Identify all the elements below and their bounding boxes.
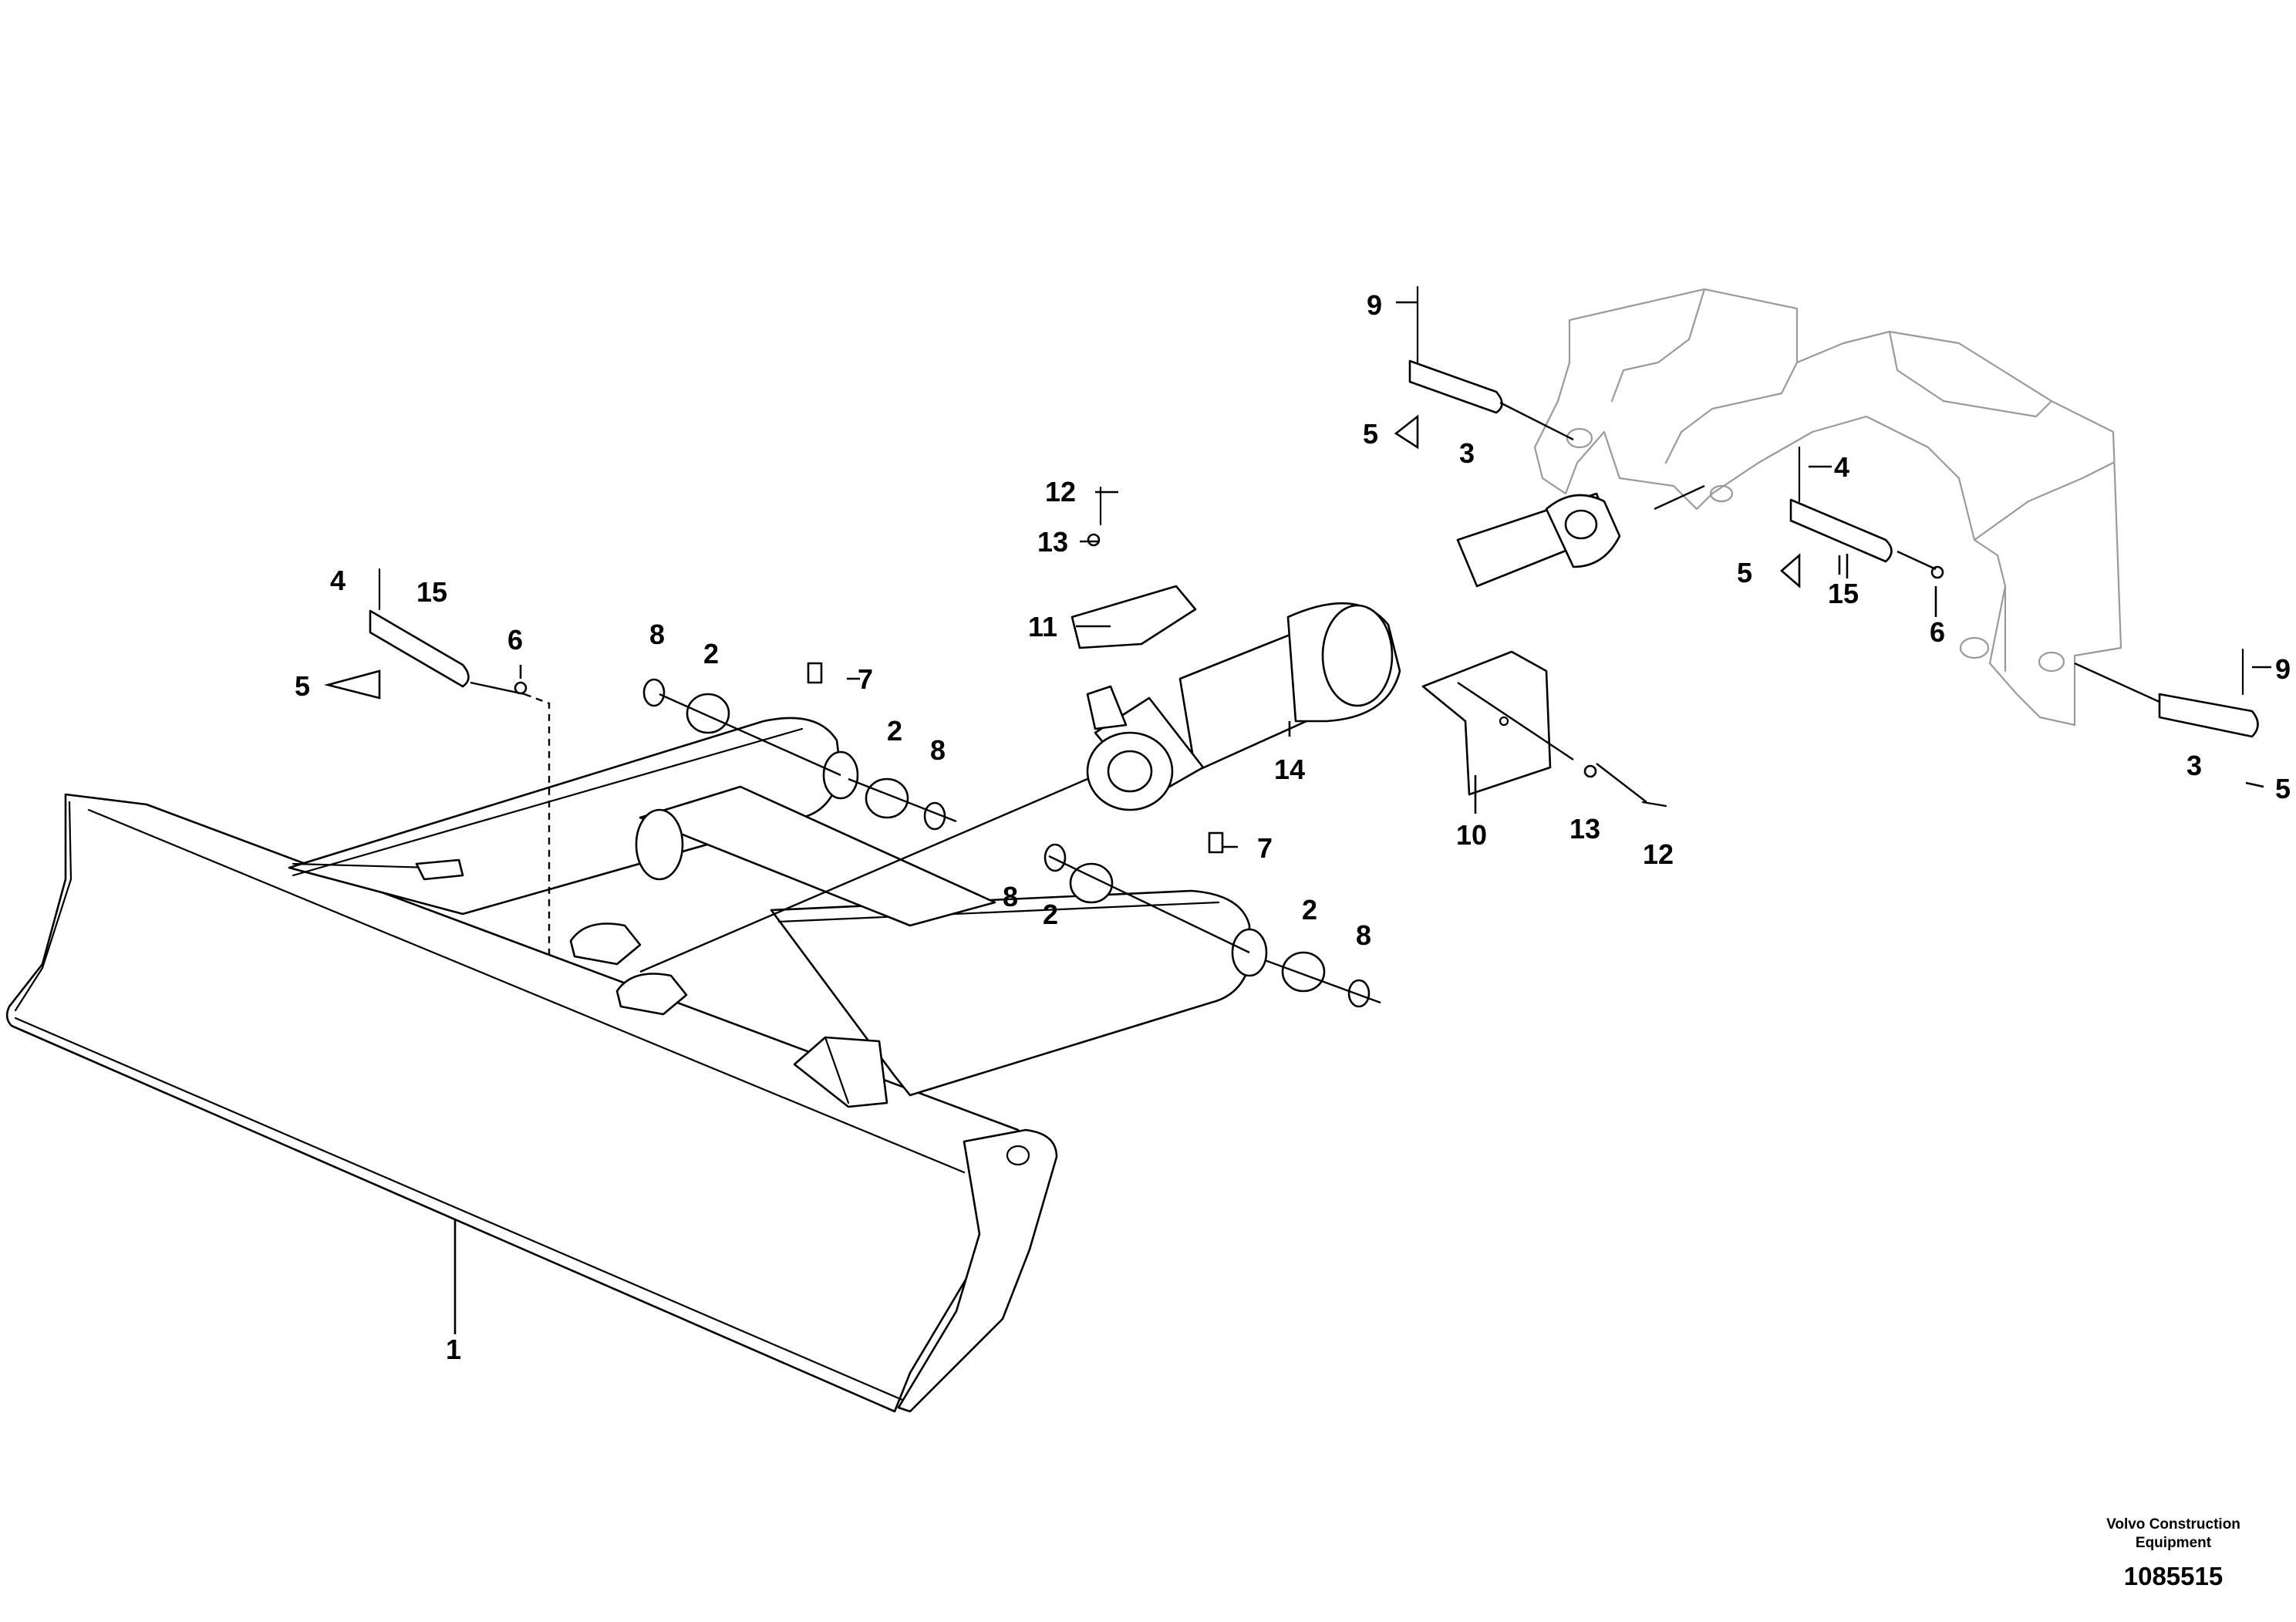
callout-5: 5 bbox=[2275, 773, 2291, 804]
callout-4: 4 bbox=[1834, 451, 1849, 483]
callout-3: 3 bbox=[2186, 750, 2202, 781]
callout-9: 9 bbox=[2275, 653, 2291, 685]
company-name-line1: Volvo Construction bbox=[2106, 1516, 2240, 1533]
callout-15: 15 bbox=[1828, 578, 1859, 609]
callout-2: 2 bbox=[1043, 899, 1058, 930]
callout-14: 14 bbox=[1274, 754, 1305, 785]
callout-13: 13 bbox=[1569, 813, 1600, 845]
callout-2: 2 bbox=[887, 715, 902, 747]
footer: Volvo Construction Equipment 1085515 bbox=[2106, 1516, 2240, 1590]
callout-12: 12 bbox=[1643, 838, 1674, 870]
document-number: 1085515 bbox=[2124, 1562, 2223, 1590]
callout-11: 11 bbox=[1028, 611, 1057, 642]
callout-10: 10 bbox=[1456, 819, 1487, 851]
callout-12: 12 bbox=[1045, 476, 1076, 508]
callout-2: 2 bbox=[703, 638, 719, 669]
callout-9: 9 bbox=[1367, 289, 1382, 321]
hydraulic-cylinder bbox=[1086, 492, 1621, 811]
callout-8: 8 bbox=[1003, 881, 1018, 912]
callout-5: 5 bbox=[1363, 418, 1378, 450]
callout-1: 1 bbox=[446, 1334, 461, 1365]
dozer-blade bbox=[5, 793, 1058, 1413]
callout-4: 4 bbox=[330, 565, 346, 596]
callout-15: 15 bbox=[416, 576, 447, 608]
callout-8: 8 bbox=[649, 619, 665, 650]
callout-6: 6 bbox=[507, 624, 523, 656]
callout-labels: 1 2 2 2 2 3 3 4 4 5 5 5 5 6 6 7 7 8 8 8 … bbox=[295, 289, 2291, 1365]
callout-3: 3 bbox=[1459, 437, 1475, 469]
callout-7: 7 bbox=[1257, 832, 1273, 864]
push-frame bbox=[288, 717, 1268, 1108]
callout-8: 8 bbox=[1356, 919, 1371, 951]
leader-lines bbox=[323, 301, 2271, 1334]
assembly-axes bbox=[470, 401, 2160, 1004]
callout-7: 7 bbox=[858, 663, 873, 695]
callout-2: 2 bbox=[1302, 894, 1317, 926]
callout-6: 6 bbox=[1930, 616, 1945, 648]
machine-chassis-outline bbox=[1533, 288, 2122, 727]
callout-5: 5 bbox=[1737, 557, 1752, 588]
callout-8: 8 bbox=[930, 734, 946, 766]
hardware-parts bbox=[369, 285, 2259, 1008]
callout-13: 13 bbox=[1037, 526, 1068, 558]
callout-5: 5 bbox=[295, 670, 310, 702]
company-name-line2: Equipment bbox=[2136, 1535, 2212, 1551]
